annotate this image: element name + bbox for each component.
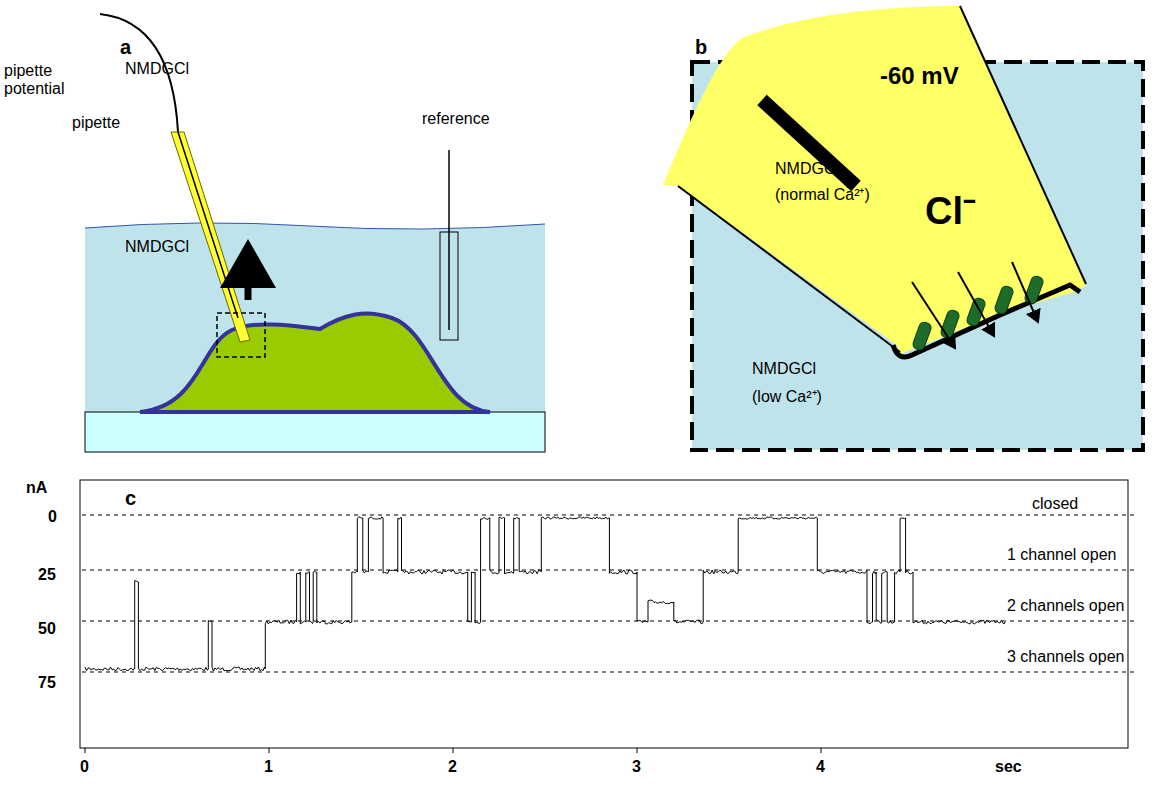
tick-label: 4 <box>816 758 825 776</box>
panel-b-drawing <box>663 6 1143 450</box>
tick-label: 0 <box>48 508 57 526</box>
part-label: reference <box>422 110 490 128</box>
panel-a-drawing <box>85 14 545 452</box>
tick-label: 2 <box>448 758 457 776</box>
current-trace <box>85 517 1005 671</box>
solution-label: NMDGCl <box>125 60 189 78</box>
tick-label: 3 <box>632 758 641 776</box>
solution-label: NMDGCl <box>775 160 839 178</box>
tick-label: 50 <box>38 620 56 638</box>
tick-label: 1 <box>264 758 273 776</box>
solution-label: NMDGCl <box>752 360 816 378</box>
solution-label: NMDGCl <box>125 238 189 256</box>
tick-label: 0 <box>80 758 89 776</box>
level-label: closed <box>1030 495 1080 513</box>
level-label: 1 channel open <box>1005 546 1118 564</box>
wire-label: pipette potential <box>4 62 76 99</box>
tick-label: 75 <box>38 674 56 692</box>
axis-unit: sec <box>995 758 1022 776</box>
panel-c-frame <box>80 480 1134 753</box>
axis-unit: nA <box>26 479 47 497</box>
panel-letter: a <box>120 36 131 59</box>
solution-label: (low Ca²⁺) <box>752 388 822 406</box>
voltage-label: -60 mV <box>880 62 959 90</box>
tick-label: 25 <box>38 566 56 584</box>
panel-letter: c <box>125 487 136 510</box>
solution-label: (normal Ca²⁺) <box>775 186 870 204</box>
ion-label: Cl⁻ <box>925 190 976 234</box>
level-label: 3 channels open <box>1005 648 1126 666</box>
level-label: 2 channels open <box>1005 597 1126 615</box>
part-label: pipette <box>72 114 120 132</box>
panel-letter: b <box>695 36 707 59</box>
